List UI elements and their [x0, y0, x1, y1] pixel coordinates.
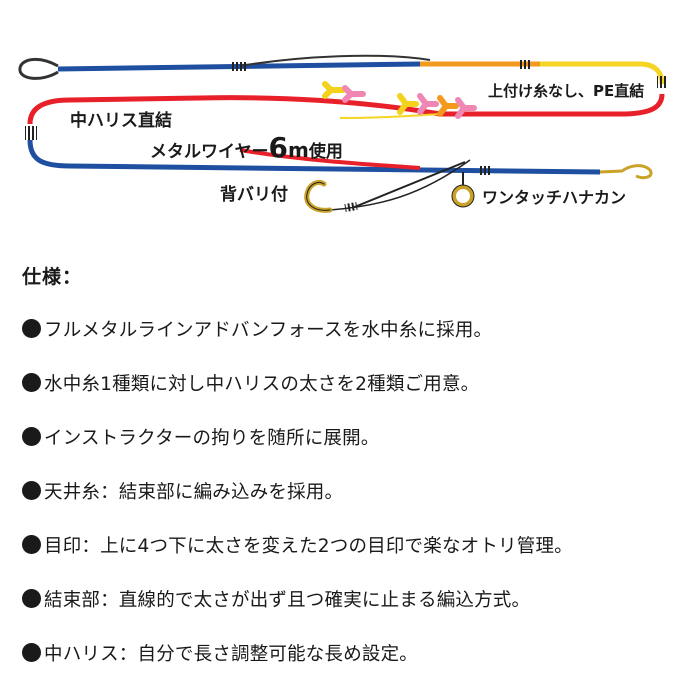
label-top-right: 上付け糸なし、PE直結: [488, 82, 644, 100]
sebari-hook: [304, 159, 471, 213]
top-thin-thread: [239, 54, 431, 67]
label-mid-harisu: 中ハリス直結: [70, 110, 172, 131]
bullet-icon: [22, 319, 41, 338]
red-segment-right: [440, 93, 665, 117]
spec-item: インストラクターの拘りを随所に展開。: [22, 423, 682, 450]
spec-item-text: 水中糸1種類に対し中ハリスの太さを2種類ご用意。: [44, 373, 480, 395]
spec-item: 天井糸：結束部に編み込みを採用。: [22, 477, 682, 504]
label-hanakan: ワンタッチハナカン: [482, 188, 626, 207]
spec-item-text: インストラクターの拘りを随所に展開。: [44, 427, 380, 449]
marker-yellow-2: [397, 93, 419, 115]
top-line: [18, 54, 667, 88]
spec-item: 結束部：直線的で太さが出ず且つ確実に止まる編込方式。: [22, 585, 682, 612]
label-wire-number: 6: [269, 131, 288, 164]
spec-item-text: 中ハリス：自分で長さ調整可能な長め設定。: [44, 643, 419, 665]
marker-yellow-1: [322, 81, 346, 99]
bullet-icon: [22, 535, 41, 554]
spec-item-text: 結束部：直線的で太さが出ず且つ確実に止まる編込方式。: [44, 589, 531, 611]
middle-line: [25, 93, 665, 140]
sebari-leader: [351, 161, 466, 209]
spec-item-text: 天井糸：結束部に編み込みを採用。: [44, 481, 344, 503]
hook-outline-icon: [306, 181, 331, 211]
marker-pink-1: [342, 85, 366, 103]
spec-item-text: 目印：上に4つ下に太さを変えた2つの目印で楽なオトリ管理。: [44, 535, 573, 557]
markers: [322, 81, 477, 119]
marker-pink-3: [455, 97, 477, 119]
rig-diagram: 上付け糸なし、PE直結 中ハリス直結 メタルワイヤー6m使用 背バリ付 ワンタッ…: [18, 54, 667, 213]
spec-item-text: フルメタルラインアドバンフォースを水中糸に採用。: [44, 319, 493, 341]
top-loop: [18, 58, 59, 80]
marker-pink-2: [417, 93, 439, 115]
bullet-icon: [22, 373, 41, 392]
spec-item: 水中糸1種類に対し中ハリスの太さを2種類ご用意。: [22, 369, 682, 396]
red-bottom-overlap: [239, 148, 421, 170]
braid-top-1: [232, 62, 246, 71]
hanakan-snap: [599, 164, 653, 180]
top-yellow-segment: [540, 61, 665, 85]
hanakan-ring-outline: [451, 184, 475, 208]
spec-section: 仕様： フルメタルラインアドバンフォースを水中糸に採用。 水中糸1種類に対し中ハ…: [22, 262, 682, 693]
bullet-icon: [22, 481, 41, 500]
spec-item: 目印：上に4つ下に太さを変えた2つの目印で楽なオトリ管理。: [22, 531, 682, 558]
spec-heading: 仕様：: [22, 266, 83, 288]
label-wire-unit: m: [288, 138, 309, 162]
spec-item: フルメタルラインアドバンフォースを水中糸に採用。: [22, 315, 682, 342]
label-sebari: 背バリ付: [220, 184, 288, 205]
red-yellow-blend: [339, 113, 441, 119]
red-segment-main: [27, 95, 441, 125]
label-wire-suffix: 使用: [308, 141, 343, 162]
braid-mid-1: [25, 126, 37, 140]
hanakan-ring-icon: [452, 185, 474, 207]
bullet-icon: [22, 427, 41, 446]
label-wire: メタルワイヤー6m使用: [150, 131, 343, 164]
bottom-line: [27, 139, 653, 180]
blue-bottom-segment: [27, 139, 601, 175]
braid-bottom-1: [478, 166, 492, 175]
braid-top-2: [520, 60, 532, 69]
braid-hook: [344, 202, 358, 212]
hanakan: [451, 172, 475, 208]
label-wire-prefix: メタルワイヤー: [150, 142, 269, 162]
bullet-icon: [22, 589, 41, 608]
braid-top-3: [657, 76, 667, 88]
bullet-icon: [22, 643, 41, 662]
marker-orange-1: [437, 95, 459, 117]
spec-item: 中ハリス：自分で長さ調整可能な長め設定。: [22, 639, 682, 666]
